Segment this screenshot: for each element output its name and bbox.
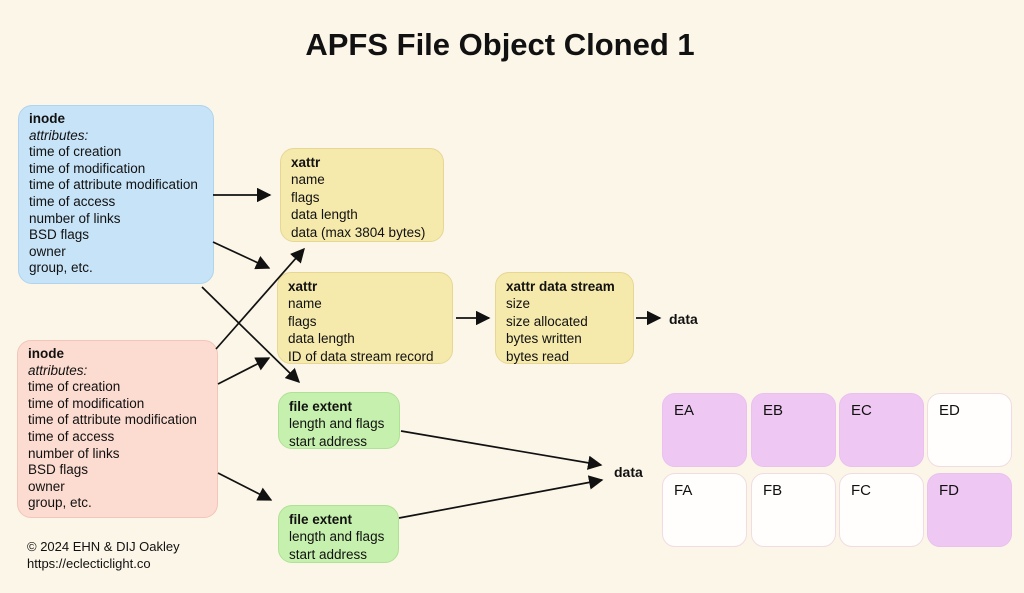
attribute-line: BSD flags bbox=[29, 227, 90, 243]
block-label: FC bbox=[851, 482, 871, 499]
block-label: EB bbox=[763, 402, 784, 419]
attribute-line: group, etc. bbox=[29, 260, 93, 276]
field-line: length and flags bbox=[289, 529, 385, 545]
attribute-line: time of attribute modification bbox=[29, 177, 198, 193]
block-label: EC bbox=[851, 402, 872, 419]
field-line: ID of data stream record bbox=[288, 348, 434, 364]
box-subheader: attributes: bbox=[28, 362, 88, 378]
field-line: bytes written bbox=[506, 331, 582, 347]
attribute-line: time of modification bbox=[29, 160, 146, 176]
arrow-file-extent-2-to-data bbox=[398, 475, 604, 519]
inode-box-blue: inode attributes: time of creation time … bbox=[18, 105, 214, 284]
box-header: inode bbox=[29, 111, 65, 126]
field-line: flags bbox=[291, 189, 320, 205]
xattr-inline-box: xattr name flags data length data (max 3… bbox=[280, 148, 444, 242]
field-line: length and flags bbox=[289, 416, 385, 432]
block-label: EA bbox=[674, 402, 695, 419]
attribute-line: time of attribute modification bbox=[28, 412, 197, 428]
field-line: data (max 3804 bytes) bbox=[291, 224, 426, 240]
field-line: flags bbox=[288, 313, 317, 329]
attribute-line: time of modification bbox=[28, 395, 145, 411]
data-block-FC: FC bbox=[839, 473, 924, 547]
box-subheader: attributes: bbox=[29, 127, 89, 143]
stream-data-label: data bbox=[669, 311, 698, 327]
box-header: inode bbox=[28, 346, 64, 361]
data-block-ED: ED bbox=[927, 393, 1012, 467]
attribute-line: owner bbox=[29, 243, 66, 259]
data-block-EB: EB bbox=[751, 393, 836, 467]
attribute-line: time of creation bbox=[28, 379, 121, 395]
xattr-stream-ref-box: xattr name flags data length ID of data … bbox=[277, 272, 453, 364]
diagram-title: APFS File Object Cloned 1 bbox=[305, 27, 695, 62]
field-line: name bbox=[288, 296, 322, 312]
copyright: © 2024 EHN & DIJ Oakley https://eclectic… bbox=[27, 538, 180, 572]
box-header: file extent bbox=[289, 399, 353, 414]
field-line: start address bbox=[289, 433, 368, 449]
data-block-FA: FA bbox=[662, 473, 747, 547]
field-line: bytes read bbox=[506, 348, 570, 364]
block-label: FD bbox=[939, 482, 959, 499]
data-block-EC: EC bbox=[839, 393, 924, 467]
extents-data-label: data bbox=[614, 464, 643, 480]
file-extent-1-box: file extent length and flags start addre… bbox=[278, 392, 400, 449]
attribute-line: group, etc. bbox=[28, 495, 92, 511]
block-label: FA bbox=[674, 482, 693, 499]
block-label: ED bbox=[939, 402, 960, 419]
attribute-line: time of access bbox=[29, 193, 116, 209]
field-line: data length bbox=[291, 207, 358, 223]
box-header: xattr bbox=[291, 155, 321, 170]
box-header: xattr bbox=[288, 279, 318, 294]
arrow-pink-inode-to-file-extent-2 bbox=[217, 472, 273, 501]
field-line: size bbox=[506, 296, 531, 312]
field-line: name bbox=[291, 172, 325, 188]
xattr-data-stream-box: xattr data stream size size allocated by… bbox=[495, 272, 634, 364]
data-block-FD: FD bbox=[927, 473, 1012, 547]
field-line: start address bbox=[289, 546, 368, 562]
attribute-line: time of access bbox=[28, 428, 115, 444]
file-extent-2-box: file extent length and flags start addre… bbox=[278, 505, 399, 563]
field-line: data length bbox=[288, 331, 355, 347]
data-block-EA: EA bbox=[662, 393, 747, 467]
attribute-line: number of links bbox=[29, 210, 121, 226]
attribute-line: owner bbox=[28, 478, 65, 494]
box-header: xattr data stream bbox=[506, 279, 615, 294]
field-line: size allocated bbox=[506, 313, 588, 329]
attribute-line: time of creation bbox=[29, 144, 122, 160]
arrow-file-extent-1-to-data bbox=[400, 430, 603, 470]
block-label: FB bbox=[763, 482, 783, 499]
attribute-line: BSD flags bbox=[28, 462, 89, 478]
data-block-FB: FB bbox=[751, 473, 836, 547]
arrow-pink-inode-to-xattr-ref bbox=[217, 357, 271, 385]
copyright-line1: © 2024 EHN & DIJ Oakley bbox=[27, 539, 180, 554]
copyright-line2: https://eclecticlight.co bbox=[27, 556, 151, 571]
box-header: file extent bbox=[289, 512, 353, 527]
attribute-line: number of links bbox=[28, 445, 120, 461]
arrow-blue-inode-to-xattr-ref bbox=[212, 241, 271, 270]
inode-box-pink: inode attributes: time of creation time … bbox=[17, 340, 218, 518]
